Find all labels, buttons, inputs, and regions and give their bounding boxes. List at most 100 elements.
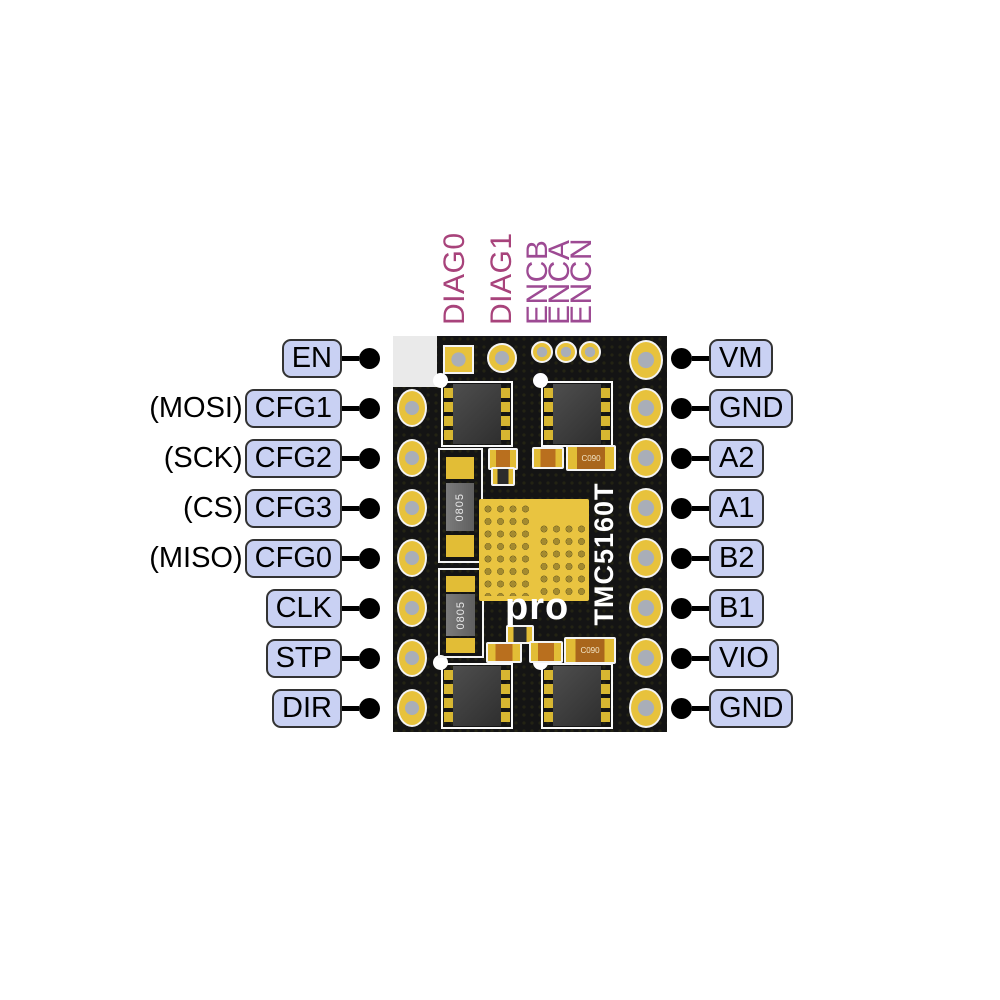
pad-vm [629,340,663,380]
chip-pin [600,698,610,708]
pin-label-clk: CLK [265,588,342,628]
pad-gnd-bottom [629,688,663,728]
pin1-marker [533,373,548,388]
chip-pin [600,670,610,680]
pin-dot [359,647,380,669]
pin-row-b2: B2 [671,536,891,580]
pin-prefix-miso: (MISO) [149,541,243,574]
pin-wire [692,605,709,611]
pin-label-a1: A1 [709,488,765,528]
pin-wire [692,405,709,411]
pin-label-text: VIO [719,641,769,674]
pin-dot [359,597,380,619]
pin-prefix-sck: (SCK) [163,441,243,474]
chip-pin [444,670,454,680]
component-body: 0805 [446,483,474,531]
chip-body [453,666,501,726]
pad-a1 [629,488,663,528]
chip-pin [444,712,454,722]
pin-wire [342,555,359,561]
pin-label-text: CFG3 [254,491,332,524]
chip-outline [441,381,513,447]
pin-dot [671,547,692,569]
pin-label-text: A2 [719,441,755,474]
pin-wire [692,705,709,711]
top-pin-label-encn: ENCN [565,237,598,325]
mosfet-chip-bottom-right [533,655,613,729]
pin-row-vio: VIO [671,636,891,680]
pad-diag1 [487,343,517,373]
pin-row-vm: VM [671,336,891,380]
pin-label-a2: A2 [709,438,765,478]
capacitor [486,642,522,663]
component-marking: 0805 [454,600,467,630]
pad-encb [531,341,553,363]
pin-wire [342,355,359,361]
pin-label-text: CFG0 [254,541,332,574]
pin-row-b1: B1 [671,586,891,630]
pin-wire [692,505,709,511]
pin-dot [359,347,380,369]
pin-row-cfg1: (MOSI) CFG1 [80,386,380,430]
pin-dot [671,347,692,369]
pin-label-en: EN [281,338,342,378]
pin-dot [359,497,380,519]
pin-label-b1: B1 [709,588,765,628]
pad-vio [629,638,663,678]
pin-label-text: DIR [282,691,332,724]
chip-pin [444,402,454,412]
pin1-marker [433,655,448,670]
chip-pin [444,388,454,398]
component-pad [446,535,474,557]
chip-pin [500,388,510,398]
pin-row-cfg3: (CS) CFG3 [80,486,380,530]
pin-dot [671,647,692,669]
chip-pin [600,388,610,398]
pin-label-text: STP [275,641,332,674]
chip-pin [444,684,454,694]
pin-dot [671,447,692,469]
pin-wire [342,705,359,711]
pin-wire [692,555,709,561]
pin-label-vm: VM [709,338,773,378]
chip-pin [500,416,510,426]
component-pad [446,576,475,592]
pad-dir [397,689,427,727]
pin-prefix-cs: (CS) [183,491,243,524]
pin-label-cfg2: CFG2 [244,438,342,478]
capacitor: C090 [564,637,616,664]
pin-label-cfg1: CFG1 [244,388,342,428]
chip-pin [444,430,454,440]
pad-encn [579,341,601,363]
pin-wire [692,355,709,361]
mosfet-chip-bottom-left [433,655,513,729]
pin-label-cfg3: CFG3 [244,488,342,528]
pad-cfg0 [397,539,427,577]
pin-label-text: CFG2 [254,441,332,474]
pin-row-a1: A1 [671,486,891,530]
chip-pin [600,402,610,412]
chip-body [553,666,601,726]
pin-dot [359,547,380,569]
chip-pin [600,712,610,722]
component-marking: 0805 [454,492,466,522]
pin-wire [342,655,359,661]
pin-label-text: B1 [719,591,755,624]
pad-cfg1 [397,389,427,427]
pad-cfg3 [397,489,427,527]
pin-label-text: CFG1 [254,391,332,424]
pin-dot [671,497,692,519]
pin-dot [359,697,380,719]
chip-pin [544,402,554,412]
pad-clk [397,589,427,627]
top-pin-label-diag0: DIAG0 [438,232,471,325]
chip-pin [544,712,554,722]
capacitor [491,467,515,486]
pin-dot [359,397,380,419]
pin-label-text: GND [719,391,784,424]
pin-wire [342,455,359,461]
pin-wire [342,605,359,611]
capacitor: C090 [566,445,616,471]
chip-pin [544,416,554,426]
